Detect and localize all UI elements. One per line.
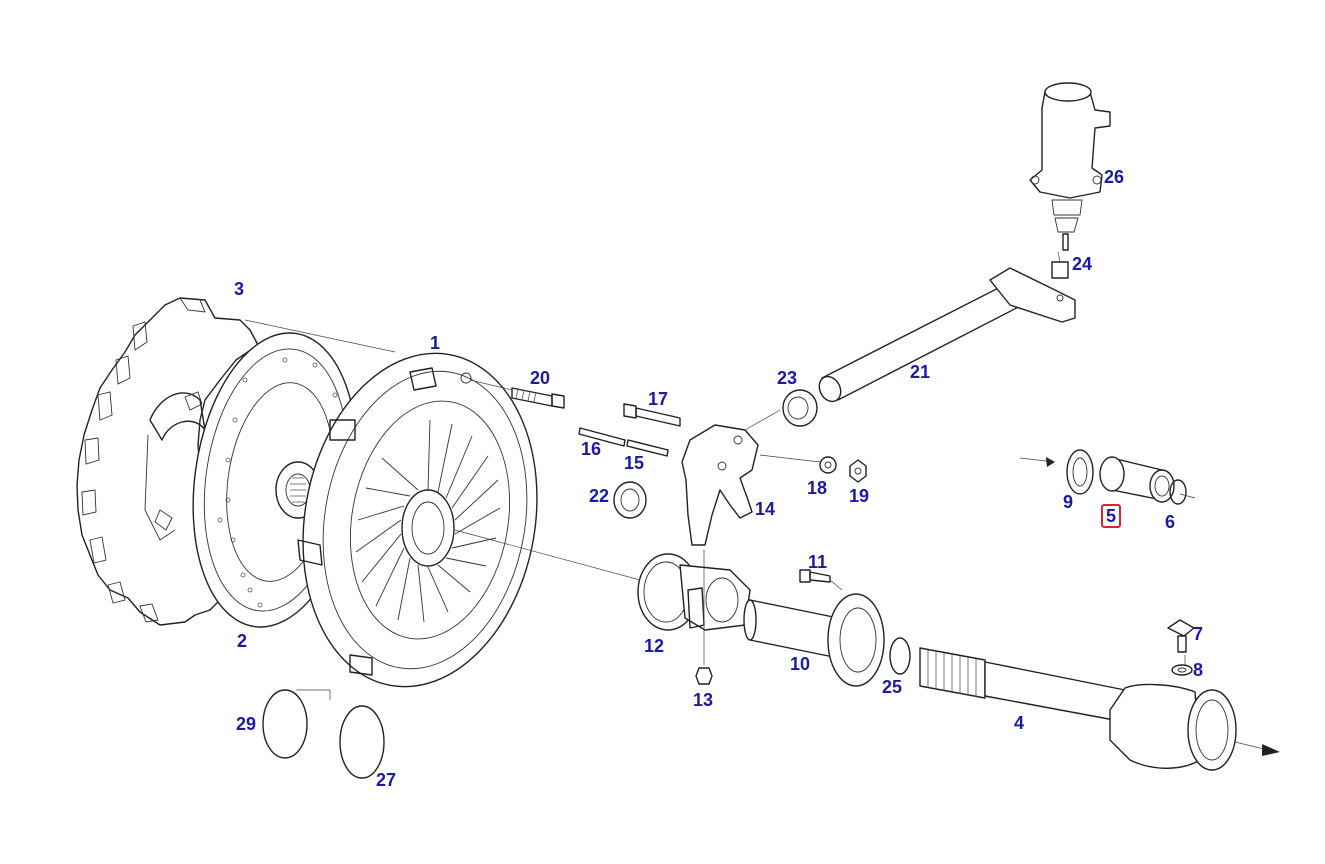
part-15-pin[interactable] [626,439,669,457]
part-22-bushing[interactable] [613,481,647,519]
callout-13[interactable]: 13 [693,690,714,710]
callout-9[interactable]: 9 [1063,492,1074,512]
part-13-grease-nipple[interactable] [695,667,713,685]
callout-24[interactable]: 24 [1072,254,1093,274]
part-5-bushing[interactable] [1099,456,1175,503]
part-18-washer[interactable] [819,456,837,474]
callout-10[interactable]: 10 [790,654,811,674]
callout-14[interactable]: 14 [755,499,776,519]
callout-7[interactable]: 7 [1193,624,1204,644]
part-7-screw[interactable] [1167,619,1195,653]
part-27-ring[interactable] [339,705,385,779]
part-21-shaft[interactable] [815,267,1076,405]
part-20-bolt[interactable] [511,387,565,409]
callout-8[interactable]: 8 [1193,660,1204,680]
callout-27[interactable]: 27 [376,770,397,790]
part-19-nut[interactable] [849,459,867,483]
callout-1[interactable]: 1 [430,333,441,353]
part-16-pin[interactable] [578,427,626,447]
callout-23[interactable]: 23 [777,368,798,388]
callout-4[interactable]: 4 [1014,713,1025,733]
part-10-guide-sleeve[interactable] [743,593,885,687]
part-17-bolt[interactable] [623,403,681,427]
part-12-release-bearing[interactable] [637,553,751,631]
callout-19[interactable]: 19 [849,486,870,506]
callout-6[interactable]: 6 [1165,512,1176,532]
part-23-bushing[interactable] [782,389,818,427]
part-24-pushrod-end[interactable] [1051,261,1069,279]
part-4-input-shaft[interactable] [919,647,1237,771]
callout-17[interactable]: 17 [648,389,669,409]
part-14-release-fork[interactable] [681,424,759,546]
callout-22[interactable]: 22 [589,486,610,506]
callout-11[interactable]: 11 [808,552,828,572]
part-11-bolt[interactable] [799,569,831,583]
part-9-seal[interactable] [1066,449,1094,495]
callout-12[interactable]: 12 [644,636,665,656]
part-26-slave-cylinder[interactable] [1029,82,1111,251]
callout-18[interactable]: 18 [807,478,828,498]
part-3-flywheel[interactable] [76,297,259,626]
callout-21[interactable]: 21 [910,362,931,382]
callout-25[interactable]: 25 [882,677,903,697]
callout-3[interactable]: 3 [234,279,245,299]
callout-29[interactable]: 29 [236,714,257,734]
assembly-centerlines [244,251,1280,756]
callout-15[interactable]: 15 [624,453,645,473]
part-1-pressure-plate[interactable] [278,335,563,706]
callout-26[interactable]: 26 [1104,167,1125,187]
part-25-o-ring[interactable] [889,637,911,675]
callout-5[interactable]: 5 [1101,504,1122,528]
callout-2[interactable]: 2 [237,631,248,651]
callout-16[interactable]: 16 [581,439,602,459]
part-8-washer[interactable] [1171,664,1193,676]
part-29-ring[interactable] [262,689,308,759]
callout-20[interactable]: 20 [530,368,551,388]
part-6-circlip[interactable] [1169,479,1187,505]
